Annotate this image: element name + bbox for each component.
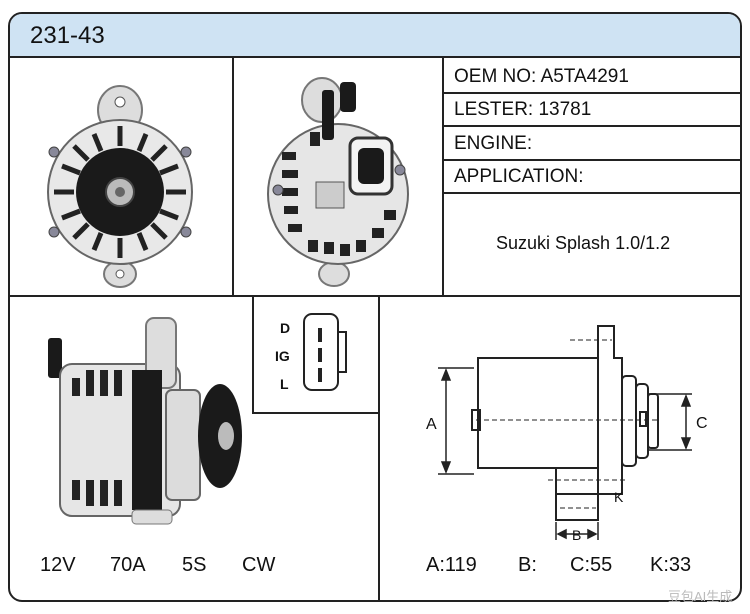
alternator-side-photo <box>48 317 242 525</box>
divider <box>442 192 740 194</box>
dim-label-k: K <box>614 489 624 505</box>
application-label: APPLICATION: <box>454 166 584 187</box>
divider <box>252 295 254 413</box>
engine-label: ENGINE: <box>454 133 533 154</box>
watermark-text: 豆包AI生成 <box>668 589 733 604</box>
part-number: 231-43 <box>30 22 105 49</box>
dim-value-b: B: <box>518 554 537 576</box>
dim-label-a: A <box>426 416 437 433</box>
divider <box>442 125 740 127</box>
alternator-front-photo <box>47 85 193 288</box>
lester-number: LESTER: 13781 <box>454 99 592 120</box>
oem-number: OEM NO: A5TA4291 <box>454 66 629 87</box>
connector-diagram <box>303 313 347 391</box>
divider <box>442 159 740 161</box>
rating-amperage: 70A <box>110 554 146 576</box>
rating-pulley: 5S <box>182 554 207 576</box>
divider <box>378 295 380 600</box>
divider <box>10 295 740 297</box>
dim-value-a: A:119 <box>426 554 477 576</box>
divider <box>442 58 444 296</box>
application-value: Suzuki Splash 1.0/1.2 <box>496 233 671 253</box>
divider <box>442 92 740 94</box>
divider <box>252 412 380 414</box>
dimension-drawing: A C K B <box>426 325 708 543</box>
pin-label-d: D <box>280 320 291 336</box>
header-bar: 231-43 <box>10 14 740 58</box>
rating-voltage: 12V <box>40 554 76 576</box>
dim-label-c: C <box>696 415 708 432</box>
dim-label-b: B <box>572 527 581 543</box>
divider <box>232 58 234 296</box>
product-card: 231-43 OEM NO: A5TA4291 LESTER: 13781 EN… <box>8 12 742 602</box>
alternator-rear-photo <box>267 77 409 287</box>
dim-value-c: C:55 <box>570 554 613 576</box>
dim-value-k: K:33 <box>650 554 692 576</box>
pin-label-ig: IG <box>275 348 290 364</box>
rating-rotation: CW <box>242 554 276 576</box>
pin-label-l: L <box>280 376 289 392</box>
